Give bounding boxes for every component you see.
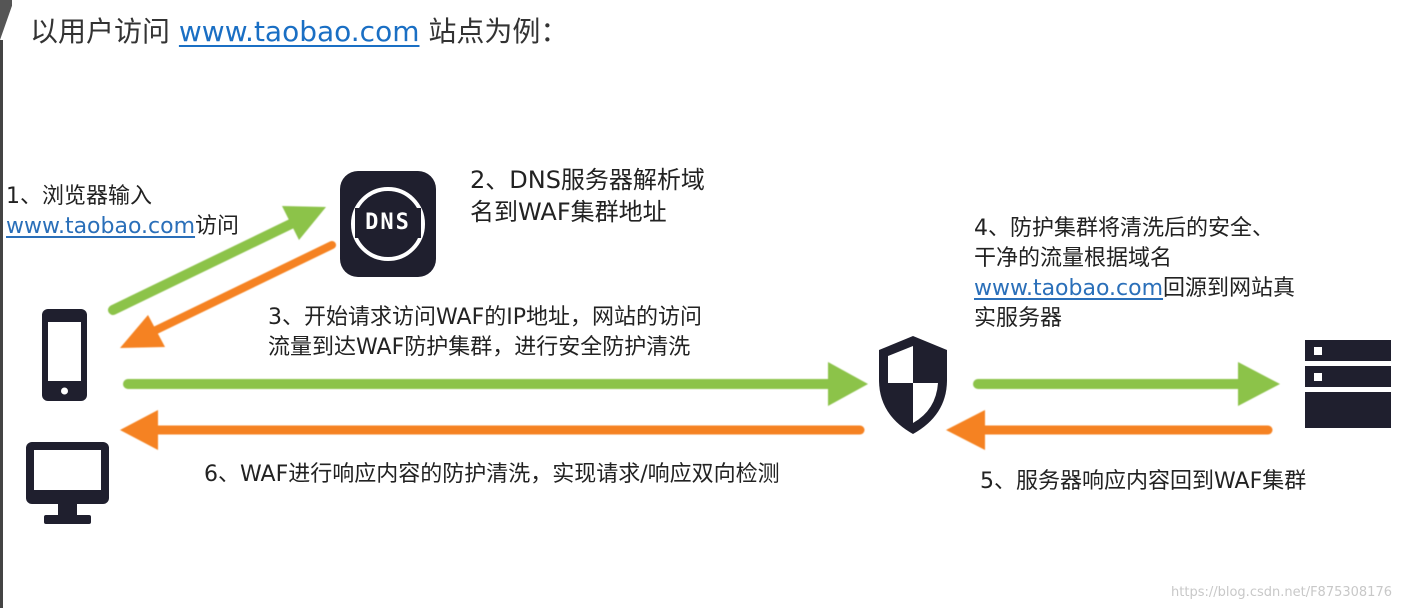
arrow-dns-to-browser xyxy=(120,241,336,348)
arrow-waf-to-server xyxy=(973,362,1280,406)
step6-label: 6、WAF进行响应内容的防护清洗，实现请求/响应双向检测 xyxy=(204,462,780,487)
step1-link[interactable]: www.taobao.com xyxy=(6,214,196,239)
waf-shield-icon xyxy=(879,336,947,434)
step4-link[interactable]: www.taobao.com xyxy=(974,276,1164,301)
step4-line1: 4、防护集群将清洗后的安全、 xyxy=(974,216,1274,241)
arrow-server-to-waf xyxy=(946,410,1273,450)
watermark: https://blog.csdn.net/F875308176 xyxy=(1171,585,1392,600)
step4-line2: 干净的流量根据域名 xyxy=(974,246,1173,271)
step2-line1: 2、DNS服务器解析域 xyxy=(470,166,705,194)
page-title: 以用户访问 www.taobao.com 站点为例： xyxy=(30,10,568,50)
server-rack-icon xyxy=(1305,340,1391,428)
dns-server-icon xyxy=(340,171,436,277)
step4-after: 回源到网站真 xyxy=(1163,276,1296,301)
smartphone-icon xyxy=(42,309,87,401)
corner-decoration xyxy=(0,0,12,608)
arrow-client-to-waf xyxy=(123,362,868,406)
step1-line2: www.taobao.com访问 xyxy=(6,212,239,242)
step4-line4: 实服务器 xyxy=(974,306,1063,331)
dns-icon-label: DNS xyxy=(365,210,411,235)
desktop-monitor-icon xyxy=(26,442,109,524)
step2-label: 2、DNS服务器解析域 名到WAF集群地址 xyxy=(470,164,705,228)
step5-label: 5、服务器响应内容回到WAF集群 xyxy=(980,469,1307,494)
title-suffix: 站点为例： xyxy=(419,15,569,48)
title-link[interactable]: www.taobao.com xyxy=(178,15,420,48)
arrow-browser-to-dns xyxy=(108,206,326,315)
step1-line1: 1、浏览器输入 xyxy=(6,184,152,209)
step3-line2: 流量到达WAF防护集群，进行安全防护清洗 xyxy=(268,335,691,360)
arrow-waf-to-client xyxy=(120,410,865,450)
step4-line3: www.taobao.com回源到网站真 xyxy=(974,274,1295,304)
step2-line2: 名到WAF集群地址 xyxy=(470,198,667,226)
step4-label: 4、防护集群将清洗后的安全、 干净的流量根据域名 www.taobao.com回… xyxy=(974,214,1295,334)
step3-line1: 3、开始请求访问WAF的IP地址，网站的访问 xyxy=(268,305,703,330)
step3-label: 3、开始请求访问WAF的IP地址，网站的访问 流量到达WAF防护集群，进行安全防… xyxy=(268,303,702,363)
step1-after: 访问 xyxy=(195,214,240,239)
step1-label: 1、浏览器输入 www.taobao.com访问 xyxy=(6,182,239,242)
title-prefix: 以用户访问 xyxy=(30,15,179,48)
